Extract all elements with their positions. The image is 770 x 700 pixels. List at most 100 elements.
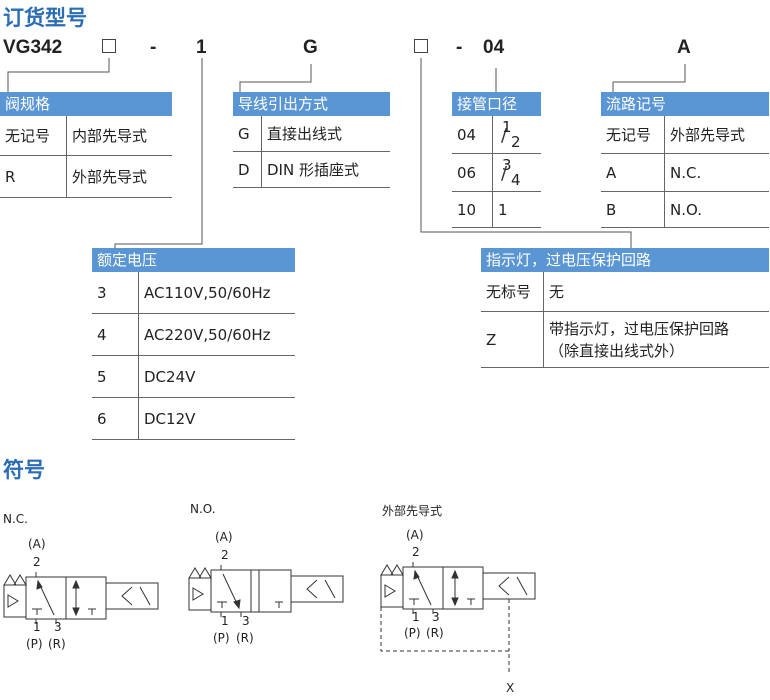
cell-desc: DIN 形插座式	[261, 152, 359, 187]
table-row: B N.O.	[601, 192, 769, 228]
cell-code: 无标号	[486, 283, 532, 301]
port-label: (A)	[28, 537, 46, 551]
fraction-slash: /	[501, 124, 508, 146]
table-row: 06 3 / 4	[452, 154, 541, 192]
model-slot-box-1	[102, 39, 116, 53]
table-header: 流路记号	[601, 92, 769, 116]
port-number: 2	[221, 548, 229, 562]
port-label: (A)	[215, 530, 233, 544]
port-label: (R)	[426, 626, 444, 640]
cell-desc: DC24V	[138, 356, 195, 397]
cell-code: 无记号	[5, 127, 51, 145]
port-label-x: X	[506, 681, 515, 695]
cell-desc: 直接出线式	[261, 116, 342, 151]
symbol-no-title: N.O.	[190, 502, 216, 516]
port-label: (P)	[213, 631, 230, 645]
port-number: 2	[412, 545, 420, 559]
cell-desc: 内部先导式	[66, 116, 147, 155]
table-header: 阀规格	[0, 92, 172, 116]
port-number: 3	[54, 620, 62, 634]
model-slot-box-2	[414, 39, 428, 53]
model-code-voltage: 1	[196, 37, 207, 58]
fraction-denominator: 4	[511, 170, 521, 189]
cell-size: 1	[492, 192, 508, 227]
cell-desc: AC220V,50/60Hz	[138, 314, 271, 355]
symbol-nc-diagram	[3, 572, 159, 624]
table-flow-code: 流路记号 无记号 外部先导式 A N.C. B N.O.	[601, 92, 769, 228]
table-indicator-light: 指示灯，过电压保护回路 无标号 无 Z 带指示灯，过电压保护回路 （除直接出线式…	[481, 248, 769, 368]
cell-fraction: 1 / 2	[492, 116, 534, 153]
port-number: 3	[242, 614, 250, 628]
table-row: 3 AC110V,50/60Hz	[92, 272, 295, 314]
table-port-size: 接管口径 04 1 / 2 06 3 / 4 10 1	[452, 92, 541, 228]
fraction-numerator: 1	[502, 117, 512, 136]
table-header: 指示灯，过电压保护回路	[481, 248, 769, 272]
cell-code: G	[238, 124, 250, 143]
connector-lines	[7, 58, 686, 248]
cell-desc: 无	[543, 272, 564, 311]
model-code-flow: A	[677, 37, 691, 58]
cell-code: 04	[457, 125, 477, 144]
symbol-section-title: 符号	[3, 458, 45, 482]
order-model-title: 订货型号	[3, 6, 87, 30]
port-label: (R)	[48, 637, 66, 651]
model-code-port: 04	[483, 37, 505, 58]
cell-code: 无记号	[606, 126, 652, 144]
model-prefix: VG342	[3, 37, 63, 58]
cell-code: 3	[97, 283, 107, 302]
symbol-nc-title: N.C.	[3, 512, 28, 526]
cell-desc-line1: 带指示灯，过电压保护回路	[549, 319, 730, 338]
cell-desc: 带指示灯，过电压保护回路 （除直接出线式外）	[543, 312, 729, 367]
cell-desc-line2: （除直接出线式外）	[549, 341, 685, 360]
cell-code: 06	[457, 163, 477, 182]
table-row: 4 AC220V,50/60Hz	[92, 314, 295, 356]
model-dash-1: -	[150, 37, 157, 58]
cell-code: Z	[486, 330, 497, 349]
table-row: 04 1 / 2	[452, 116, 541, 154]
cell-code: 5	[97, 367, 107, 386]
table-row: 无记号 内部先导式	[0, 116, 172, 156]
cell-code: 6	[97, 409, 107, 428]
table-row: Z 带指示灯，过电压保护回路 （除直接出线式外）	[481, 312, 769, 368]
cell-code: 4	[97, 325, 107, 344]
port-number: 3	[432, 610, 440, 624]
cell-desc: N.C.	[664, 154, 701, 191]
table-row: 无记号 外部先导式	[601, 116, 769, 154]
symbol-no-diagram	[188, 565, 344, 617]
table-header: 接管口径	[452, 92, 541, 116]
table-row: D DIN 形插座式	[233, 152, 390, 188]
table-row: 10 1	[452, 192, 541, 228]
cell-desc: 外部先导式	[66, 156, 147, 197]
cell-code: A	[606, 163, 617, 182]
fraction-denominator: 2	[511, 132, 521, 151]
table-row: 无标号 无	[481, 272, 769, 312]
table-header: 额定电压	[92, 248, 295, 272]
cell-desc: DC12V	[138, 398, 195, 439]
port-number: 1	[33, 620, 41, 634]
port-number: 1	[412, 610, 420, 624]
table-row: R 外部先导式	[0, 156, 172, 198]
table-row: A N.C.	[601, 154, 769, 192]
table-row: 6 DC12V	[92, 398, 295, 440]
cell-desc: 外部先导式	[664, 116, 745, 153]
cell-code: D	[238, 160, 250, 179]
port-number: 1	[221, 614, 229, 628]
fraction-numerator: 3	[502, 155, 512, 174]
cell-desc: N.O.	[664, 192, 702, 227]
cell-desc: AC110V,50/60Hz	[138, 272, 271, 313]
port-label: (P)	[26, 637, 43, 651]
symbol-ext-diagram	[380, 562, 536, 675]
port-label: (R)	[236, 631, 254, 645]
port-label: (A)	[406, 528, 424, 542]
port-number: 2	[33, 555, 41, 569]
table-row: 5 DC24V	[92, 356, 295, 398]
table-row: G 直接出线式	[233, 116, 390, 152]
cell-code: R	[5, 167, 16, 186]
cell-code: B	[606, 200, 617, 219]
table-wire-lead: 导线引出方式 G 直接出线式 D DIN 形插座式	[233, 92, 390, 188]
table-valve-spec: 阀规格 无记号 内部先导式 R 外部先导式	[0, 92, 172, 198]
symbol-ext-title: 外部先导式	[382, 504, 443, 518]
port-label: (P)	[404, 626, 421, 640]
cell-fraction: 3 / 4	[492, 154, 534, 191]
model-dash-2: -	[456, 37, 463, 58]
